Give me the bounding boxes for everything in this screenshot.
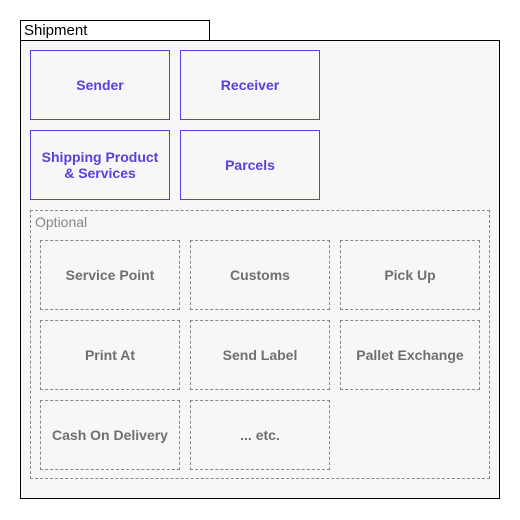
print-at-label: Print At [84,347,136,363]
optional-group [30,210,490,479]
shipping-product-box[interactable]: Shipping Product & Services [30,130,170,200]
pick-up-label: Pick Up [384,267,436,283]
etc-label: ... etc. [240,427,280,443]
optional-group-label: Optional [35,214,88,230]
parcels-label: Parcels [225,157,275,173]
sender-label: Sender [76,77,124,93]
receiver-box[interactable]: Receiver [180,50,320,120]
customs-box[interactable]: Customs [190,240,330,310]
pallet-exchange-label: Pallet Exchange [356,347,464,363]
pick-up-box[interactable]: Pick Up [340,240,480,310]
etc-box[interactable]: ... etc. [190,400,330,470]
service-point-label: Service Point [65,267,155,283]
shipping-product-label: Shipping Product & Services [41,149,159,181]
cash-on-delivery-box[interactable]: Cash On Delivery [40,400,180,470]
sender-box[interactable]: Sender [30,50,170,120]
service-point-box[interactable]: Service Point [40,240,180,310]
cash-on-delivery-label: Cash On Delivery [52,427,168,443]
window-title-tab: Shipment [20,20,210,40]
customs-label: Customs [230,267,290,283]
print-at-box[interactable]: Print At [40,320,180,390]
pallet-exchange-box[interactable]: Pallet Exchange [340,320,480,390]
send-label-box[interactable]: Send Label [190,320,330,390]
send-label-label: Send Label [222,347,298,363]
parcels-box[interactable]: Parcels [180,130,320,200]
receiver-label: Receiver [220,77,280,93]
